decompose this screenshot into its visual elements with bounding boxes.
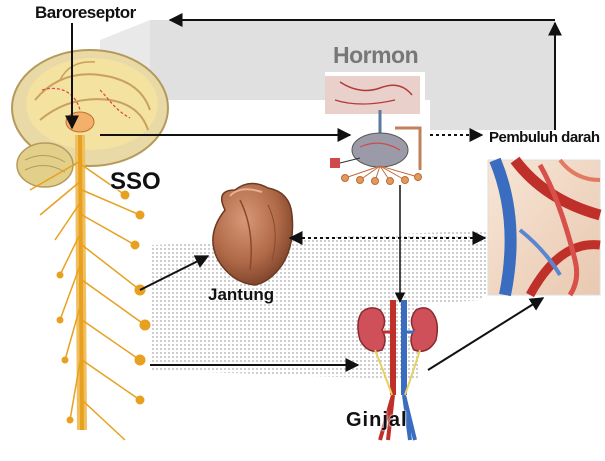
brain-illustration <box>12 50 168 187</box>
arrow-ginjal-to-pembuluh <box>428 298 543 370</box>
blood-vessel-illustration <box>488 160 600 295</box>
label-baroreseptor: Baroreseptor <box>35 3 136 23</box>
dotted-region <box>150 230 490 380</box>
label-sso: SSO <box>110 168 161 196</box>
label-pembuluh-darah: Pembuluh darah <box>489 129 600 146</box>
label-hormon: Hormon <box>333 42 418 69</box>
label-jantung: Jantung <box>208 285 274 305</box>
label-ginjal: Ginjal <box>346 409 408 432</box>
hypothalamus-pituitary-illustration <box>325 72 425 185</box>
